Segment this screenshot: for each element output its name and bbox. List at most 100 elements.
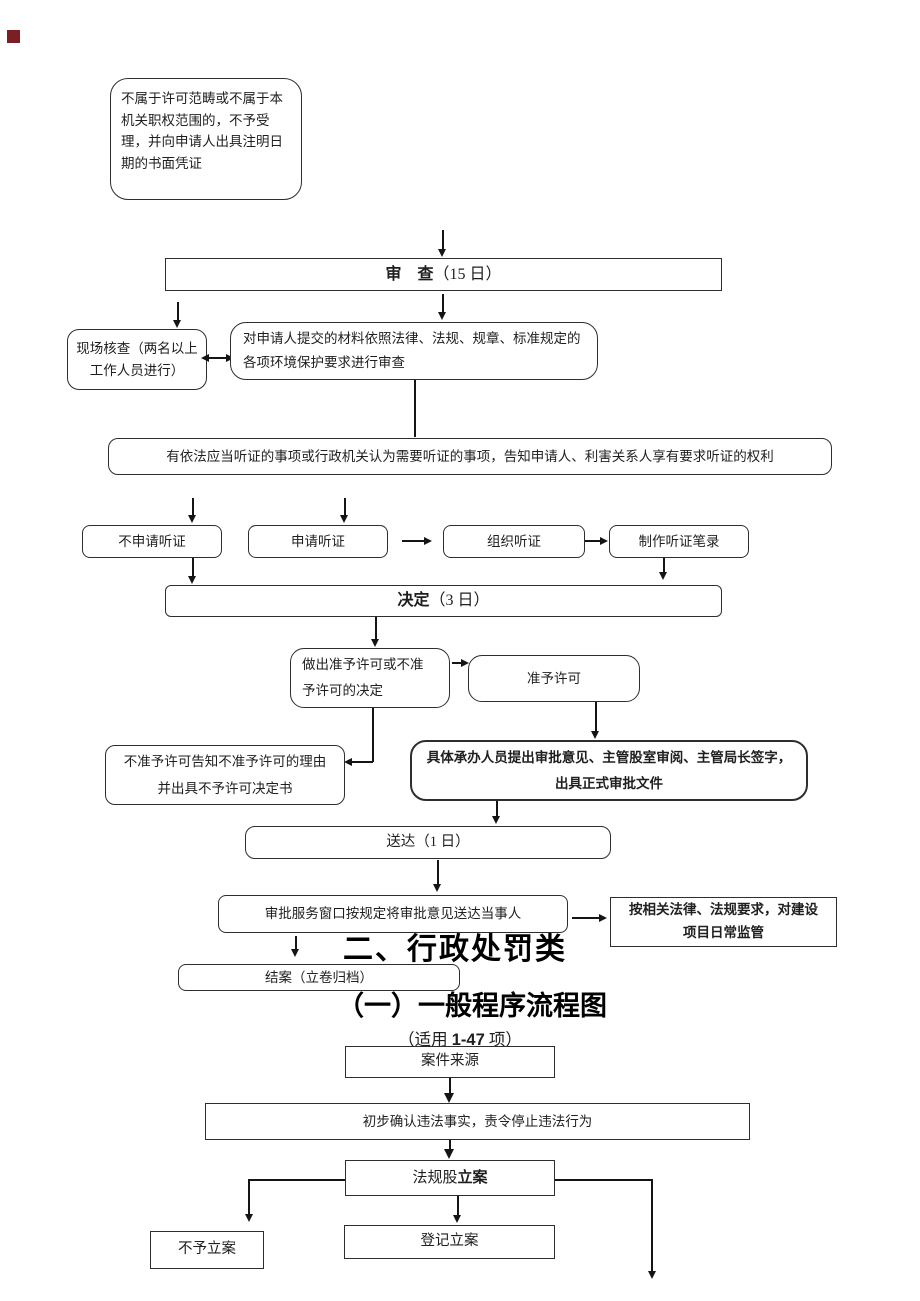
deny-permit-line1: 不准予许可告知不准予许可的理由 <box>123 754 327 769</box>
section-title: 二、行政处罚类 <box>343 933 567 966</box>
arrow-line <box>663 558 665 572</box>
material-review-box: 对申请人提交的材料依照法律、法规、规章、标准规定的各项环境保护要求进行审查 <box>230 322 598 380</box>
make-decision-line2: 予许可的决定 <box>302 683 383 698</box>
connector-line <box>248 1179 345 1182</box>
arrow-down-icon <box>453 1215 461 1223</box>
no-hearing-box: 不申请听证 <box>82 525 222 558</box>
no-filing-box: 不予立案 <box>150 1231 264 1269</box>
supervision-box: 按相关法律、法规要求，对建设 项目日常监管 <box>610 897 837 947</box>
hearing-notice-text: 有依法应当听证的事项或行政机关认为需要听证的事项，告知申请人、利害关系人享有要求… <box>166 448 774 464</box>
arrow-down-icon <box>648 1271 656 1279</box>
approve-doc-box: 具体承办人员提出审批意见、主管股室审阅、主管局长签字， 出具正式审批文件 <box>410 740 808 801</box>
approve-doc-line2: 出具正式审批文件 <box>555 775 663 791</box>
filing-action: 立案 <box>457 1170 488 1186</box>
site-check-line1: 现场核查（两名以上 <box>76 340 198 356</box>
site-check-box: 现场核查（两名以上 工作人员进行） <box>67 329 207 390</box>
decision-stage-bar: 决定（3 日） <box>165 585 722 617</box>
arrow-left-icon <box>201 353 209 362</box>
supervision-line2: 项目日常监管 <box>683 925 764 940</box>
arrow-line <box>442 294 444 312</box>
close-case-label: 结案（立卷归档） <box>265 969 373 985</box>
scope-note: （适用 1-47 项） <box>355 1026 565 1050</box>
arrow-down-icon <box>438 312 446 320</box>
arrow-down-icon <box>433 884 441 892</box>
hearing-notice-bar: 有依法应当听证的事项或行政机关认为需要听证的事项，告知申请人、利害关系人享有要求… <box>108 438 832 475</box>
decision-stage-days: （3 日） <box>429 592 490 610</box>
arrow-down-icon <box>340 515 348 523</box>
arrow-down-icon <box>444 1149 454 1159</box>
arrow-right-icon <box>600 536 608 545</box>
delivery-bar: 送达（1 日） <box>245 826 611 859</box>
review-stage-bar: 审 查（15 日） <box>165 258 722 291</box>
organize-hearing-label: 组织听证 <box>487 533 541 549</box>
initial-confirm-bar: 初步确认违法事实，责令停止违法行为 <box>205 1103 750 1140</box>
arrow-right-icon <box>599 913 607 922</box>
no-filing-label: 不予立案 <box>178 1241 236 1258</box>
case-source-box: 案件来源 <box>345 1046 555 1078</box>
register-filing-box: 登记立案 <box>344 1225 555 1259</box>
arrow-line <box>375 617 377 639</box>
connector-line <box>555 1179 653 1182</box>
connector-line <box>651 1179 654 1271</box>
arrow-line <box>442 230 444 249</box>
delivery-label: 送达（1 日） <box>386 833 470 850</box>
scope-range: 1-47 <box>451 1031 485 1049</box>
arrow-down-icon <box>173 320 181 328</box>
deny-permit-line2: 并出具不予许可决定书 <box>157 781 293 796</box>
arrow-down-icon <box>188 515 196 523</box>
reject-note-box: 不属于许可范畴或不属于本机关职权范围的，不予受理，并向申请人出具注明日期的书面凭… <box>110 78 302 200</box>
supervision-line1: 按相关法律、法规要求，对建设 <box>629 902 818 918</box>
deny-permit-box: 不准予许可告知不准予许可的理由 并出具不予许可决定书 <box>105 745 345 805</box>
connector-line <box>352 761 373 763</box>
arrow-down-icon <box>438 249 446 257</box>
grant-permit-label: 准予许可 <box>527 670 581 686</box>
arrow-line <box>209 357 226 359</box>
register-filing-label: 登记立案 <box>420 1233 479 1250</box>
arrow-down-icon <box>659 572 667 580</box>
page-corner-marker <box>7 30 20 43</box>
arrow-down-icon <box>444 1093 454 1103</box>
no-hearing-label: 不申请听证 <box>118 533 186 549</box>
arrow-down-icon <box>245 1214 253 1222</box>
arrow-down-icon <box>492 816 500 824</box>
arrow-line <box>437 860 439 884</box>
close-case-box: 结案（立卷归档） <box>178 964 460 991</box>
arrow-line <box>177 302 179 320</box>
arrow-line <box>449 1140 452 1150</box>
arrow-line <box>572 917 599 919</box>
service-window-label: 审批服务窗口按规定将审批意见送达当事人 <box>264 906 522 922</box>
arrow-line <box>452 662 462 664</box>
make-decision-line1: 做出准予许可或不准 <box>302 657 424 673</box>
site-check-line2: 工作人员进行） <box>89 362 185 378</box>
arrow-down-icon <box>188 576 196 584</box>
hearing-record-label: 制作听证笔录 <box>638 533 720 549</box>
arrow-line <box>449 1078 452 1094</box>
arrow-line <box>457 1196 460 1215</box>
review-stage-label: 审 查 <box>385 265 434 283</box>
filing-box: 法规股立案 <box>345 1160 555 1196</box>
case-source-label: 案件来源 <box>421 1053 479 1070</box>
decision-stage-label: 决定 <box>397 592 430 610</box>
apply-hearing-box: 申请听证 <box>248 525 388 558</box>
organize-hearing-box: 组织听证 <box>443 525 585 558</box>
subsection-title: （一）一般程序流程图 <box>337 991 607 1021</box>
connector-line <box>414 380 416 437</box>
connector-line <box>248 1179 251 1214</box>
review-stage-days: （15 日） <box>433 265 502 283</box>
scope-prefix: （适用 <box>398 1030 452 1049</box>
hearing-record-box: 制作听证笔录 <box>609 525 749 558</box>
arrow-down-icon <box>591 731 599 739</box>
arrow-line <box>585 540 600 542</box>
material-review-text: 对申请人提交的材料依照法律、法规、规章、标准规定的各项环境保护要求进行审查 <box>243 331 581 370</box>
scope-suffix: 项） <box>484 1030 522 1049</box>
arrow-line <box>192 558 194 576</box>
arrow-right-icon <box>424 536 432 545</box>
initial-confirm-label: 初步确认违法事实，责令停止违法行为 <box>362 1113 593 1129</box>
make-decision-box: 做出准予许可或不准 予许可的决定 <box>290 648 450 708</box>
grant-permit-box: 准予许可 <box>468 655 640 702</box>
connector-line <box>372 708 374 762</box>
arrow-line <box>595 702 597 731</box>
arrow-left-icon <box>344 757 352 766</box>
service-window-box: 审批服务窗口按规定将审批意见送达当事人 <box>218 895 568 933</box>
